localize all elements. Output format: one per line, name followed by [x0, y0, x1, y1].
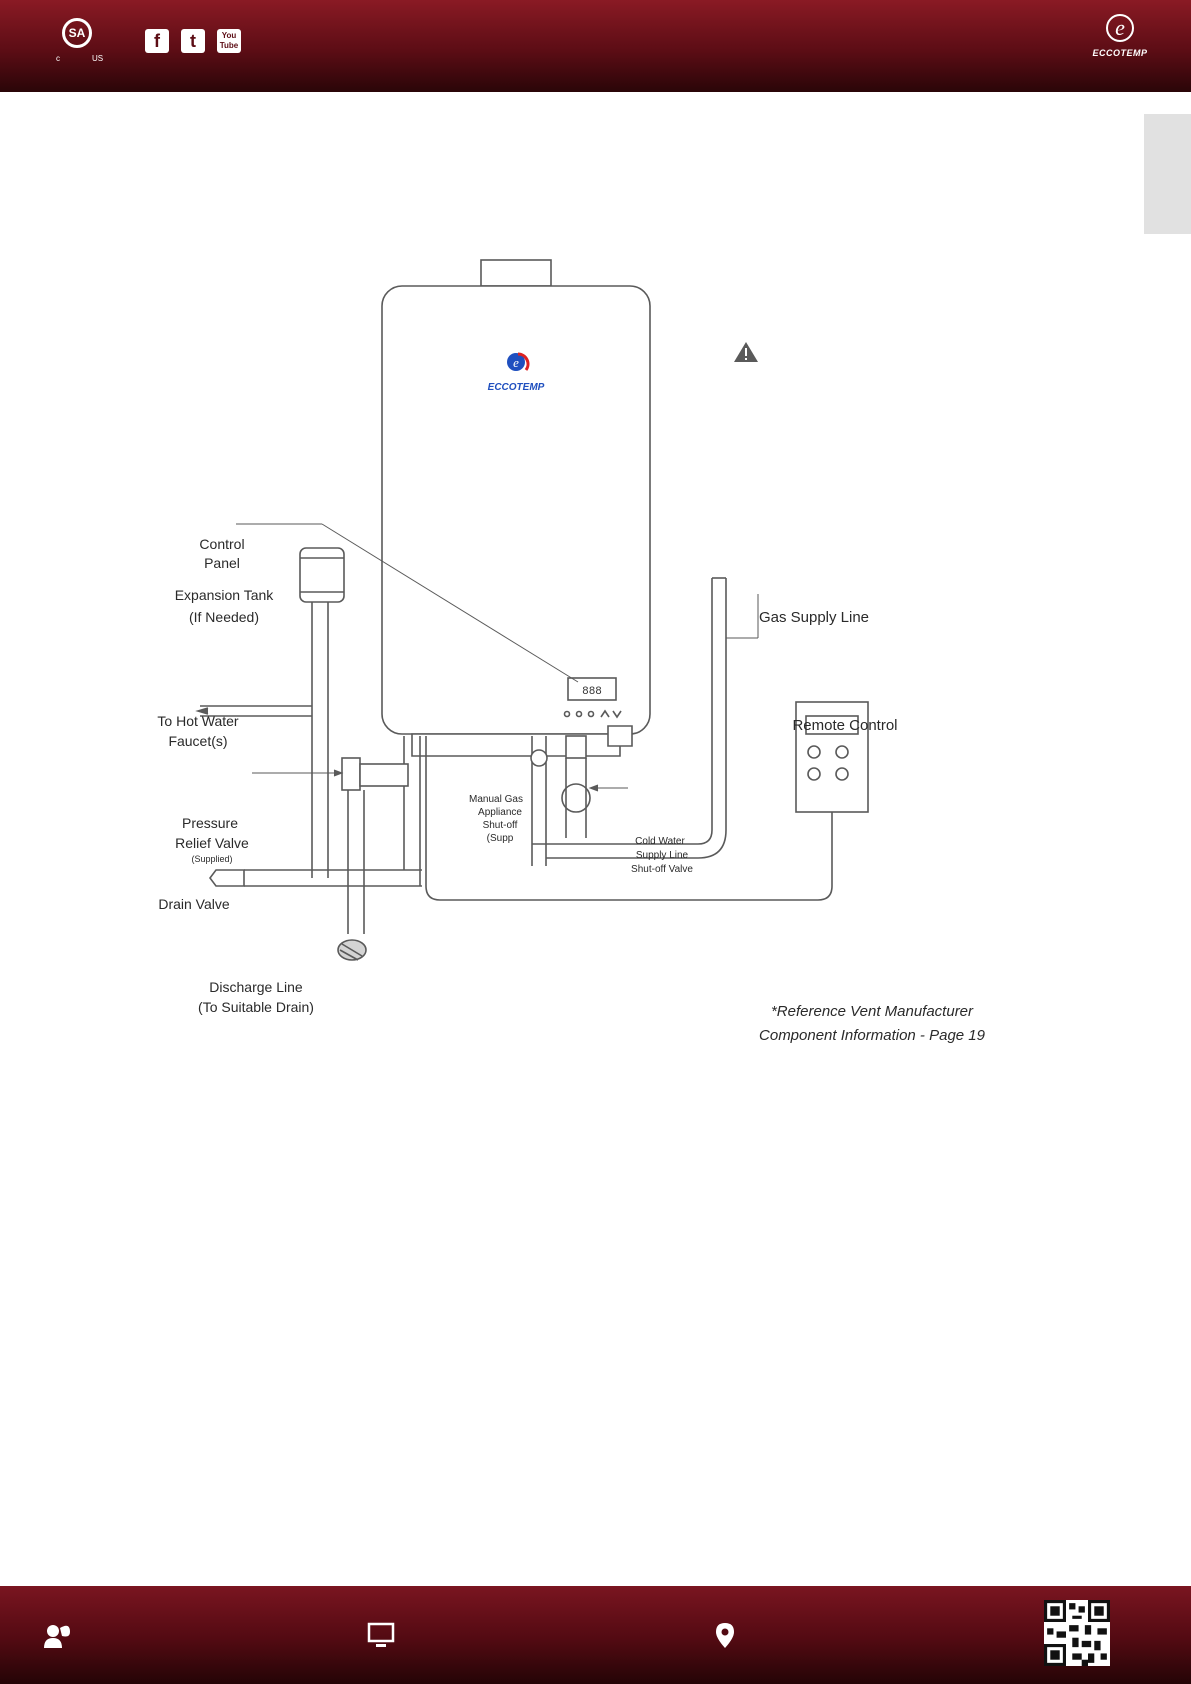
label-pressure-relief: (Supplied) [191, 854, 232, 864]
label-control-panel: Control [199, 536, 244, 552]
csa-certification-mark: SA c US [54, 18, 104, 64]
support-icon[interactable] [42, 1620, 72, 1650]
label-manual-gas: Manual Gas [469, 794, 523, 805]
brand-name: ECCOTEMP [1092, 48, 1148, 58]
page-footer [0, 1586, 1191, 1684]
cold-water-shutoff-valve [561, 783, 591, 813]
manual-gas-shutoff [530, 749, 548, 767]
panel-button [575, 710, 583, 718]
heater-base [411, 733, 621, 757]
label-drain-valve: Drain Valve [158, 896, 230, 912]
remote-cable [425, 736, 833, 901]
eccotemp-logo-mark: e [1106, 14, 1134, 42]
label-hot-water: Faucet(s) [168, 733, 227, 749]
label-pressure-relief: Pressure [182, 815, 238, 831]
pressure-relief-valve-handle [341, 757, 361, 791]
label-gas-supply: Gas Supply Line [759, 609, 869, 626]
label-cold-water: Cold Water [635, 836, 685, 847]
label-manual-gas: Appliance [478, 807, 522, 818]
csa-us-label: US [92, 54, 104, 63]
label-cold-water: Shut-off Valve [631, 864, 693, 875]
twitter-icon[interactable]: t [181, 29, 205, 53]
installation-diagram: e ECCOTEMP 888 Control Panel Expansion T… [152, 258, 998, 1048]
label-manual-gas: Shut-off [483, 820, 518, 831]
unit-logo-text: ECCOTEMP [488, 382, 545, 393]
facebook-icon[interactable]: f [145, 29, 169, 53]
svg-text:e: e [1115, 15, 1125, 40]
label-cold-water: Supply Line [636, 850, 689, 861]
label-manual-gas: (Supp [487, 833, 514, 844]
label-remote-control: Remote Control [792, 717, 897, 734]
qr-code[interactable] [1044, 1600, 1110, 1666]
csa-logo: SA [62, 18, 92, 48]
label-expansion-tank: Expansion Tank [175, 587, 275, 603]
label-discharge-line: (To Suitable Drain) [198, 999, 314, 1015]
label-hot-water: To Hot Water [157, 713, 239, 729]
side-tab[interactable] [1144, 114, 1191, 234]
label-control-panel: Panel [204, 555, 240, 571]
label-reference-note: *Reference Vent Manufacturer [771, 1003, 974, 1020]
location-pin-icon[interactable] [710, 1620, 740, 1650]
panel-down-arrow [612, 710, 622, 719]
warning-icon [734, 342, 758, 362]
panel-up-arrow [600, 709, 610, 718]
panel-button [563, 710, 571, 718]
eccotemp-header-logo: e ECCOTEMP [1080, 10, 1160, 66]
svg-text:e: e [513, 355, 519, 370]
csa-c-label: c [56, 54, 60, 63]
page-header: SA c US f t You Tube e ECCOTEMP [0, 0, 1191, 92]
panel-button [587, 710, 595, 718]
label-expansion-tank: (If Needed) [189, 609, 259, 625]
monitor-icon[interactable] [366, 1620, 396, 1650]
label-discharge-line: Discharge Line [209, 979, 303, 995]
label-reference-note: Component Information - Page 19 [759, 1027, 986, 1044]
eccotemp-unit-logo: e ECCOTEMP [488, 352, 545, 393]
control-panel-display [567, 677, 617, 701]
display-digits: 888 [582, 686, 602, 698]
expansion-tank [299, 547, 345, 603]
pressure-relief-valve [359, 763, 409, 787]
vent-collar [480, 259, 552, 287]
drain-valve [209, 869, 245, 887]
youtube-icon[interactable]: You Tube [217, 29, 241, 53]
label-pressure-relief: Relief Valve [175, 835, 249, 851]
